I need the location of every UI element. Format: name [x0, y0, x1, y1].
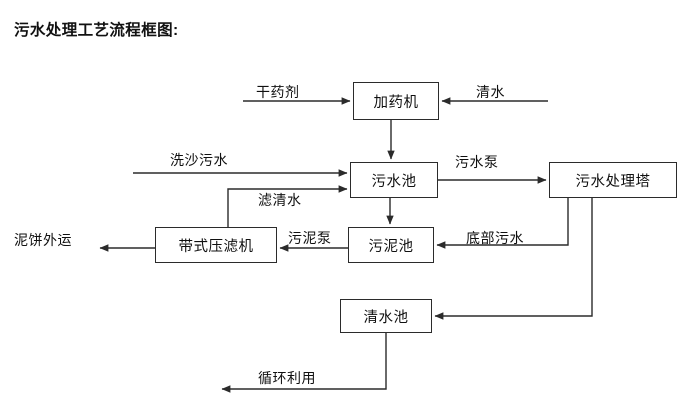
- edge-label-recycling-reuse: 循环利用: [258, 370, 316, 386]
- node-sewage-pool[interactable]: 污水池: [350, 162, 438, 198]
- connector-filtered-water-to-sewage-pool: [227, 185, 348, 227]
- node-label: 污水池: [371, 173, 417, 190]
- edge-label-sludge-pump: 污泥泵: [288, 230, 332, 246]
- edge-label-sand-wash-sewage: 洗沙污水: [170, 152, 228, 168]
- node-treatment-tower[interactable]: 污水处理塔: [549, 162, 677, 198]
- edge-label-sewage-pump: 污水泵: [455, 154, 499, 170]
- connector-clear-water-to-reuse: [221, 333, 387, 393]
- node-label: 加药机: [373, 94, 419, 111]
- connector-tower-to-clear-water-pool: [434, 198, 593, 320]
- edge-label-filtered-water: 滤清水: [258, 192, 302, 208]
- node-label: 污水处理塔: [575, 173, 651, 190]
- node-belt-filter-press[interactable]: 带式压滤机: [155, 227, 277, 263]
- node-label: 清水池: [363, 309, 409, 326]
- edge-label-mud-cake-transport: 泥饼外运: [14, 232, 72, 248]
- node-sludge-pool[interactable]: 污泥池: [348, 227, 434, 263]
- edge-label-bottom-sewage: 底部污水: [466, 230, 524, 246]
- node-dosing-machine[interactable]: 加药机: [353, 82, 439, 120]
- page-title: 污水处理工艺流程框图:: [14, 22, 179, 39]
- connector-tower-to-sludge-pool: [436, 198, 569, 249]
- edge-label-dry-chemical: 干药剂: [256, 84, 300, 100]
- node-label: 污泥池: [368, 238, 414, 255]
- edge-label-clean-water-in: 清水: [476, 84, 505, 100]
- node-label: 带式压滤机: [178, 238, 254, 255]
- node-clear-water-pool[interactable]: 清水池: [340, 299, 432, 333]
